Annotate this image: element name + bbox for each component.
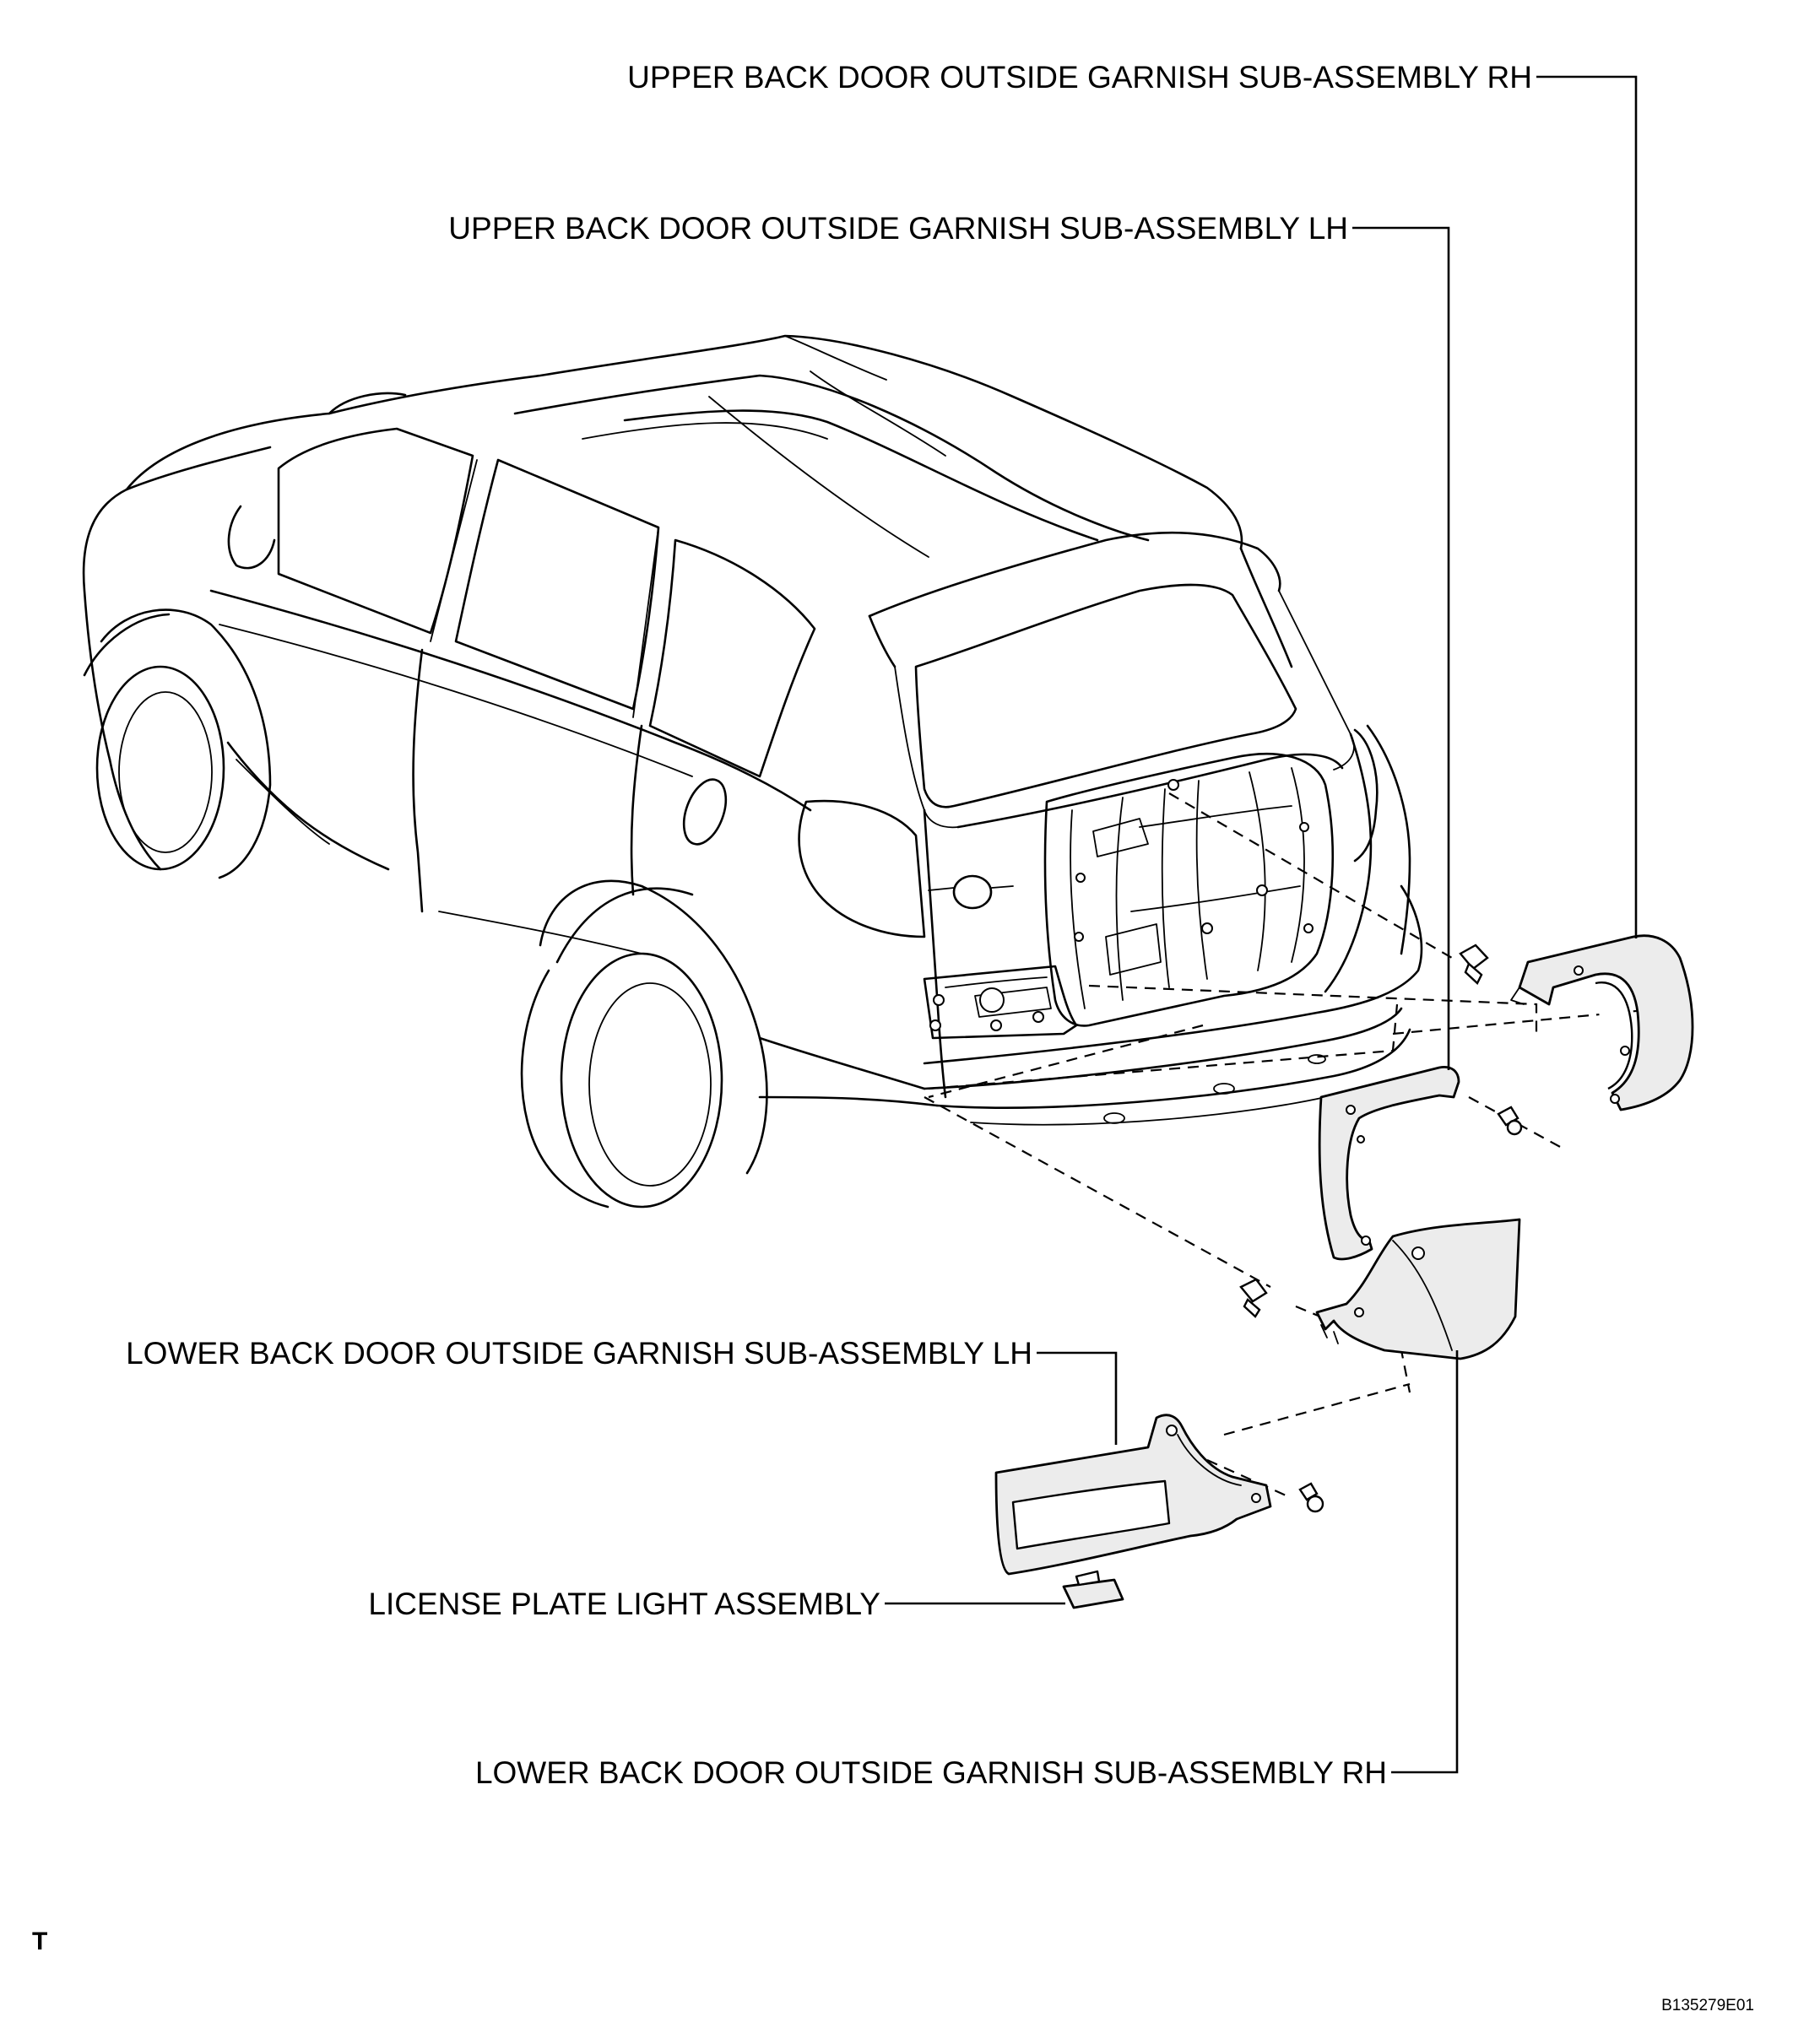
label-license-plate-light: LICENSE PLATE LIGHT ASSEMBLY — [368, 1587, 880, 1621]
clip-fastener — [1239, 1278, 1268, 1318]
upper-rh-garnish-part — [1510, 934, 1694, 1111]
license-plate-light-part — [1062, 1570, 1124, 1609]
bolt-fastener — [1298, 1482, 1324, 1513]
corner-mark: T — [32, 1928, 47, 1955]
exploded-view-lines — [924, 792, 1664, 1500]
figure-id: B135279E01 — [1661, 1997, 1754, 2014]
label-lower-lh-garnish: LOWER BACK DOOR OUTSIDE GARNISH SUB-ASSE… — [126, 1336, 1032, 1371]
upper-lh-garnish-part — [1318, 1065, 1460, 1261]
label-upper-lh-garnish: UPPER BACK DOOR OUTSIDE GARNISH SUB-ASSE… — [448, 211, 1348, 246]
clip-fastener — [1459, 944, 1489, 985]
lower-rh-garnish-part — [1315, 1218, 1521, 1360]
vehicle-illustration — [82, 334, 1423, 1209]
lower-lh-garnish-part — [994, 1414, 1272, 1576]
label-lower-rh-garnish: LOWER BACK DOOR OUTSIDE GARNISH SUB-ASSE… — [475, 1755, 1387, 1790]
label-upper-rh-garnish: UPPER BACK DOOR OUTSIDE GARNISH SUB-ASSE… — [627, 60, 1532, 95]
bolt-fastener — [1497, 1106, 1523, 1136]
leader-lines — [885, 75, 1638, 1774]
